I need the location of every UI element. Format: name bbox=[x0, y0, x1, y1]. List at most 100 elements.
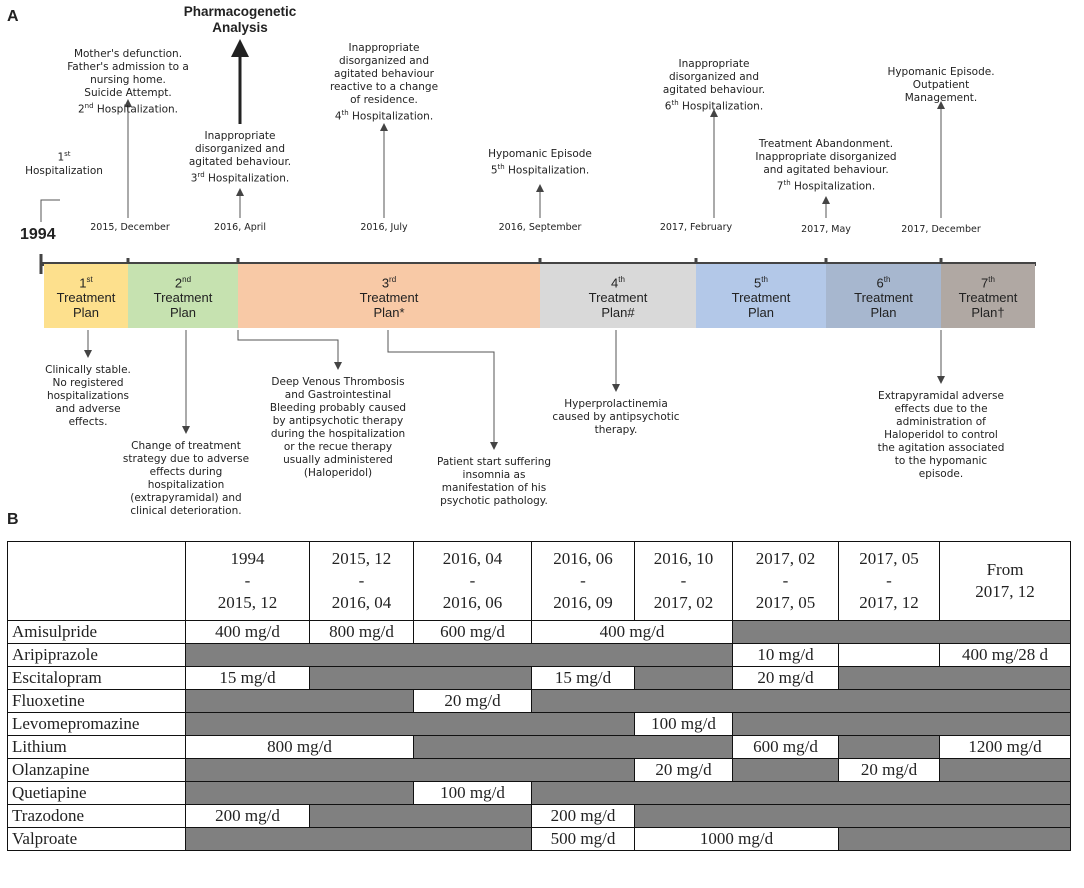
plan-label: Treatment bbox=[958, 290, 1018, 306]
dose-cell: 800 mg/d bbox=[185, 735, 414, 759]
event-text: agitated behaviour. bbox=[188, 156, 292, 168]
inactive-period-cell bbox=[185, 758, 635, 782]
plan-label: Treatment bbox=[588, 290, 648, 306]
period-header-text: 2017, 02 bbox=[755, 549, 816, 568]
event-text: 7th Hospitalization. bbox=[776, 179, 876, 193]
event-text: Inappropriate bbox=[204, 130, 276, 142]
period-header-text: 2016, 06 bbox=[442, 593, 503, 612]
plan-label: Plan bbox=[747, 305, 775, 321]
dose-cell: 600 mg/d bbox=[413, 620, 532, 644]
event-text: Suicide Attempt. bbox=[84, 87, 172, 99]
note-text: to the hypomanic bbox=[894, 455, 988, 467]
event-text: disorganized and bbox=[338, 55, 429, 67]
event-text: Outpatient bbox=[912, 79, 970, 91]
note-text: insomnia as bbox=[462, 469, 526, 481]
date-label: 2017, December bbox=[901, 224, 981, 235]
plan-ordinal: 1st bbox=[79, 274, 93, 291]
note-text: Haloperidol to control bbox=[884, 429, 998, 441]
drug-name: Valproate bbox=[7, 827, 186, 851]
date-label: 2017, May bbox=[801, 224, 851, 235]
inactive-period-cell bbox=[634, 666, 733, 690]
note-text: strategy due to adverse bbox=[122, 453, 250, 465]
event-text: disorganized and bbox=[668, 71, 760, 83]
event-text: Inappropriate disorganized bbox=[755, 151, 897, 163]
note-connector-3 bbox=[237, 330, 342, 370]
period-header-text: - bbox=[580, 571, 586, 590]
dose-cell: 1000 mg/d bbox=[634, 827, 839, 851]
drug-name: Amisulpride bbox=[7, 620, 186, 644]
period-header-text: 2016, 09 bbox=[553, 593, 613, 612]
dose-cell: 200 mg/d bbox=[531, 804, 635, 828]
note-text: Extrapyramidal adverse bbox=[878, 390, 1004, 402]
note-text: clinical deterioration. bbox=[130, 505, 242, 517]
event-text: of residence. bbox=[350, 94, 418, 106]
inactive-period-cell bbox=[185, 781, 414, 805]
event-text: agitated behaviour. bbox=[662, 84, 766, 96]
inactive-period-cell bbox=[838, 735, 940, 759]
note-text: episode. bbox=[918, 468, 964, 480]
period-header-text: 2017, 12 bbox=[975, 582, 1035, 601]
drug-name: Lithium bbox=[7, 735, 186, 759]
dose-cell: 200 mg/d bbox=[185, 804, 310, 828]
dose-cell bbox=[838, 643, 940, 667]
panel-label-b: B bbox=[7, 511, 19, 528]
note-text: No registered bbox=[52, 377, 124, 389]
plan-label: Plan bbox=[72, 305, 100, 321]
period-header: 1994-2015, 12 bbox=[185, 541, 310, 621]
note-text: Hyperprolactinemia bbox=[564, 398, 668, 410]
pharmacogenetic-text: Analysis bbox=[212, 20, 268, 35]
dose-cell: 500 mg/d bbox=[531, 827, 635, 851]
header-corner bbox=[7, 541, 186, 621]
dose-cell: 100 mg/d bbox=[413, 781, 532, 805]
period-header-text: 2015, 12 bbox=[217, 593, 278, 612]
inactive-period-cell bbox=[185, 643, 733, 667]
event-connector bbox=[40, 199, 60, 222]
dose-cell: 20 mg/d bbox=[634, 758, 733, 782]
event-text: Inappropriate bbox=[678, 58, 750, 70]
note-text: Change of treatment bbox=[131, 440, 241, 452]
event-annotation: Treatment Abandonment.Inappropriate diso… bbox=[755, 138, 896, 194]
note-text: Bleeding probably caused bbox=[269, 402, 407, 414]
note-text: (Haloperidol) bbox=[303, 467, 373, 479]
date-label: 2017, February bbox=[659, 222, 733, 233]
inactive-period-cell bbox=[634, 804, 1071, 828]
period-header: 2017, 02-2017, 05 bbox=[732, 541, 839, 621]
period-header-text: - bbox=[358, 571, 365, 590]
inactive-period-cell bbox=[413, 735, 733, 759]
drug-name: Trazodone bbox=[7, 804, 186, 828]
plan-label: Plan bbox=[169, 305, 197, 321]
period-header: 2016, 10-2017, 02 bbox=[634, 541, 733, 621]
period-header: 2015, 12-2016, 04 bbox=[309, 541, 414, 621]
note-text: Patient start suffering bbox=[436, 456, 552, 468]
dose-cell: 600 mg/d bbox=[732, 735, 839, 759]
note-text: Clinically stable. bbox=[45, 364, 131, 376]
period-header-text: 2016, 04 bbox=[442, 549, 503, 568]
plan-ordinal: 5th bbox=[754, 274, 768, 291]
plan-ordinal: 4th bbox=[611, 274, 625, 291]
note-text: hospitalization bbox=[147, 479, 225, 491]
panel-label-a: A bbox=[7, 8, 19, 25]
note-text: administration of bbox=[896, 416, 986, 428]
event-text: nursing home. bbox=[90, 74, 166, 86]
dose-cell: 400 mg/28 d bbox=[939, 643, 1071, 667]
drug-name: Escitalopram bbox=[7, 666, 186, 690]
